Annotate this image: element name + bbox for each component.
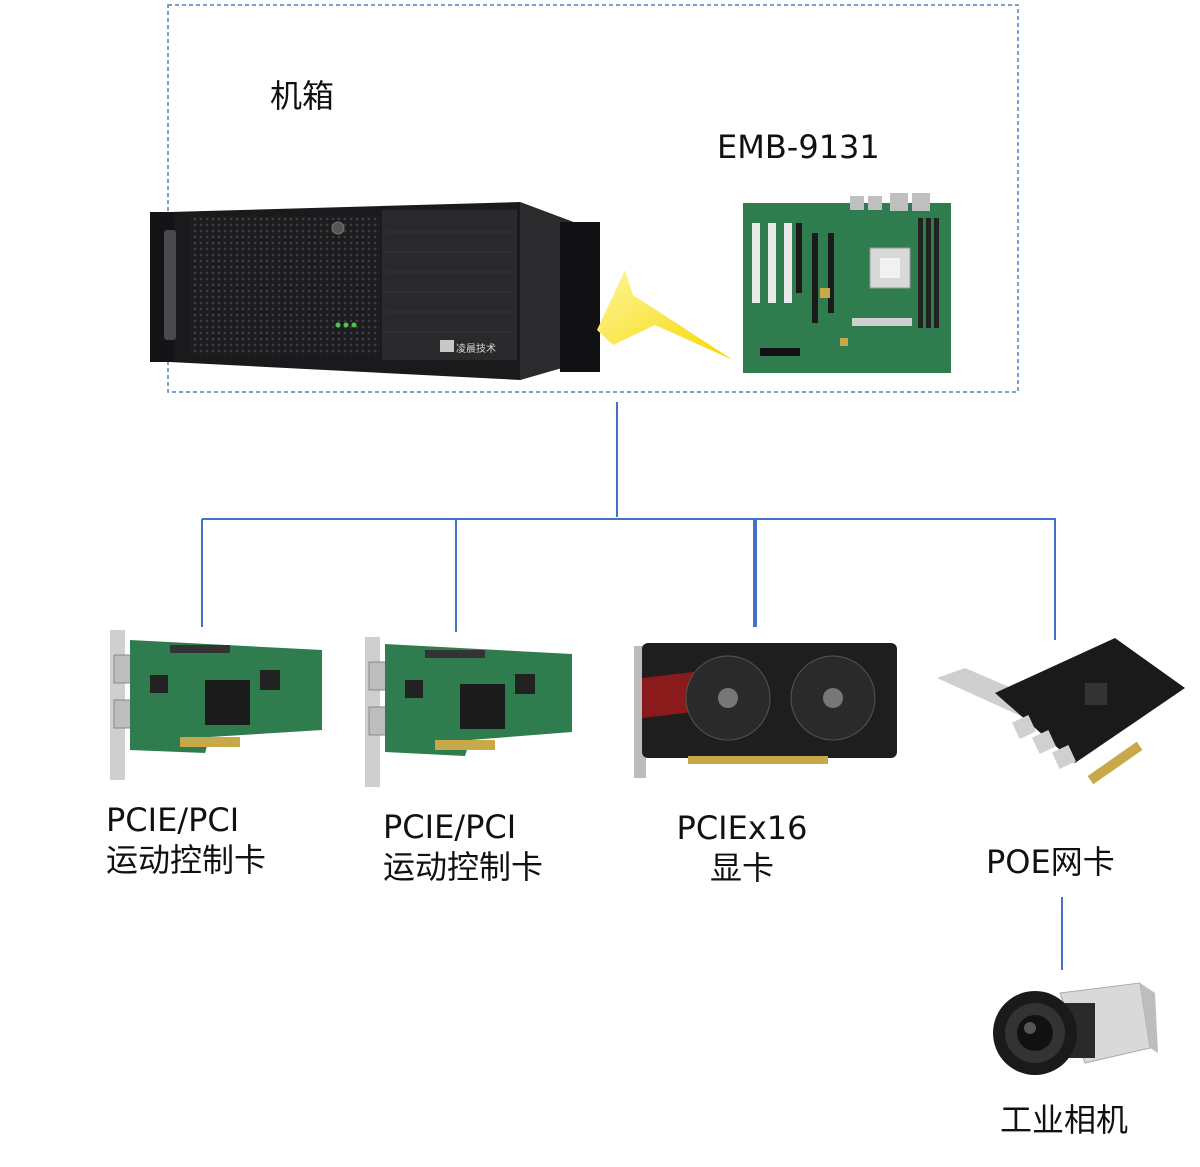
card-2-label: PCIE/PCI 运动控制卡 [383, 807, 543, 887]
gpu-card-image [634, 643, 897, 778]
motion-card-1-image [110, 630, 322, 780]
camera-label: 工业相机 [1000, 1101, 1129, 1139]
motherboard-model-label: EMB-9131 [717, 128, 880, 166]
card-4-label: POE网卡 [986, 842, 1115, 882]
card-1-label-line2: 运动控制卡 [106, 841, 267, 879]
chassis-image: 凌晨技术 [150, 202, 600, 380]
chassis-group-label: 机箱 [270, 77, 335, 115]
motherboard-image [743, 193, 951, 373]
card-2-label-line1: PCIE/PCI [383, 808, 517, 846]
card-1-label: PCIE/PCI 运动控制卡 [106, 800, 266, 880]
card-3-label-line1: PCIEx16 [676, 809, 808, 847]
card-3-label-line2: 显卡 [709, 849, 774, 887]
card-1-label-line1: PCIE/PCI [106, 801, 240, 839]
card-3-label: PCIEx16 显卡 [672, 808, 812, 888]
card-2-label-line2: 运动控制卡 [383, 848, 544, 886]
card-4-label-line1: POE网卡 [986, 843, 1115, 881]
insert-arrow [597, 270, 733, 360]
poe-card-image [937, 638, 1185, 785]
motion-card-2-image [365, 637, 572, 787]
chassis-brand-text: 凌晨技术 [456, 342, 496, 355]
industrial-camera-image [993, 982, 1158, 1075]
